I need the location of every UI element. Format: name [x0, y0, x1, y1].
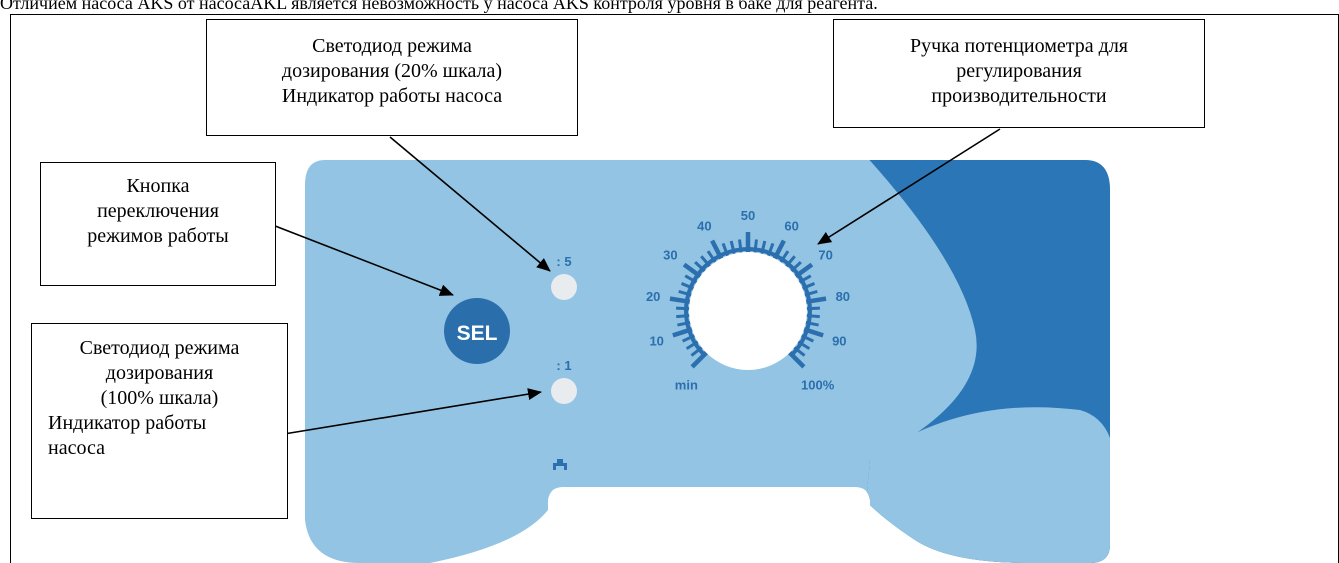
sel-button-label: SEL	[457, 322, 498, 345]
dial-label-min: min	[675, 378, 698, 393]
dial-major-tick	[787, 350, 806, 369]
callout-line: дозирования	[105, 362, 214, 384]
callout-line: переключения	[97, 200, 219, 222]
callout-line: Светодиод режима	[312, 35, 472, 57]
dial-minor-tick	[685, 340, 700, 350]
dial-minor-tick	[805, 306, 821, 311]
dial-minor-tick	[789, 261, 802, 273]
dial-label-60: 60	[784, 218, 798, 233]
dial-minor-tick	[738, 239, 743, 254]
dial-minor-tick	[700, 255, 712, 268]
dial-minor-tick	[684, 274, 699, 284]
dial-label-80: 80	[836, 289, 850, 304]
callout-line: Индикатор работы насоса	[281, 85, 503, 107]
dial-minor-tick	[778, 250, 790, 264]
dial-major-tick	[793, 262, 814, 279]
caption-text: Отличием насоса AKS от насосаAKL являетс…	[0, 0, 878, 13]
dial-label-20: 20	[646, 289, 660, 304]
callout-line: Светодиод режима	[79, 337, 240, 359]
potentiometer-dial: min 10 20 30 40 50 60 70 80 90 100%	[646, 208, 850, 393]
callout-line: (100% шкала)	[100, 387, 219, 409]
dial-label-30: 30	[663, 248, 677, 263]
callout-mode-button: Кнопка переключения режимов работы	[40, 162, 276, 286]
dial-minor-tick	[706, 250, 718, 264]
dial-minor-tick	[681, 333, 696, 343]
callout-dosing-led-20: Светодиод режима дозирования (20% шкала)…	[206, 19, 578, 136]
dial-ticks	[669, 232, 827, 369]
pulse-symbol-icon	[553, 459, 567, 470]
dial-minor-tick	[801, 282, 816, 291]
sel-button-circle	[444, 298, 510, 364]
dial-minor-tick	[753, 239, 758, 254]
dial-major-tick	[669, 296, 692, 305]
dial-label-90: 90	[832, 334, 846, 349]
panel-body	[305, 160, 1110, 563]
dial-minor-tick	[792, 345, 806, 357]
led-top-label: : 5	[556, 254, 571, 269]
dial-label-100pct: 100%	[801, 378, 835, 393]
callout-line: дозирования (20% шкала)	[281, 60, 503, 82]
dial-label-70: 70	[818, 248, 832, 263]
arrow-to-sel-button	[269, 223, 454, 296]
frame-top-border	[10, 14, 1339, 15]
dial-minor-tick	[784, 255, 796, 268]
callout-line: регулирования	[956, 60, 1082, 82]
dial-minor-tick	[677, 320, 692, 327]
callout-potentiometer: Ручка потенциометра для регулирования пр…	[833, 19, 1205, 128]
dial-major-tick	[802, 326, 824, 338]
callout-dosing-led-100: Светодиод режима дозирования (100% шкала…	[31, 323, 288, 519]
dial-minor-tick	[676, 314, 691, 319]
dial-minor-tick	[805, 314, 820, 319]
arrow-to-led-bottom	[283, 388, 542, 435]
dial-labels: min 10 20 30 40 50 60 70 80 90 100%	[646, 208, 850, 393]
dial-minor-tick	[760, 240, 767, 255]
dial-major-tick	[672, 326, 694, 338]
arrow-to-led-top	[389, 136, 551, 272]
callout-line: Кнопка	[126, 175, 190, 197]
dial-major-tick	[710, 239, 724, 261]
dial-minor-tick	[729, 240, 736, 255]
callout-line: Индикатор работы	[48, 412, 207, 434]
arrow-to-potentiometer	[817, 128, 1001, 245]
callout-line: насоса	[48, 437, 105, 459]
dial-minor-tick	[675, 306, 691, 311]
sel-button[interactable]: SEL	[444, 298, 510, 364]
frame-left-border	[10, 14, 11, 563]
dial-minor-tick	[694, 261, 707, 273]
dial-minor-tick	[800, 333, 815, 343]
dial-minor-tick	[796, 340, 811, 350]
dial-minor-tick	[680, 282, 695, 291]
dial-label-50: 50	[741, 208, 755, 223]
led-top: : 5	[551, 254, 577, 300]
led-bottom: : 1	[551, 358, 577, 404]
leader-arrows	[269, 128, 1001, 435]
led-bottom-label: : 1	[556, 358, 571, 373]
dial-minor-tick	[690, 345, 704, 357]
dial-major-tick	[690, 350, 709, 369]
callout-line: производительности	[931, 85, 1107, 107]
dial-major-tick	[804, 296, 827, 305]
dial-minor-tick	[803, 290, 818, 297]
led-top-light	[551, 274, 577, 300]
panel-light-corner	[860, 407, 1110, 563]
callout-line: Ручка потенциометра для	[909, 35, 1128, 57]
led-bottom-light	[551, 378, 577, 404]
dial-label-40: 40	[697, 218, 711, 233]
dial-minor-tick	[721, 242, 730, 258]
dial-minor-tick	[678, 290, 693, 297]
dial-label-10: 10	[649, 334, 663, 349]
callout-line: режимов работы	[87, 225, 229, 247]
dial-minor-tick	[766, 242, 775, 258]
dial-minor-tick	[797, 274, 812, 284]
dial-major-tick	[772, 239, 786, 261]
potentiometer-knob[interactable]	[689, 252, 807, 370]
dial-minor-tick	[804, 320, 819, 327]
dial-major-tick	[682, 262, 703, 279]
